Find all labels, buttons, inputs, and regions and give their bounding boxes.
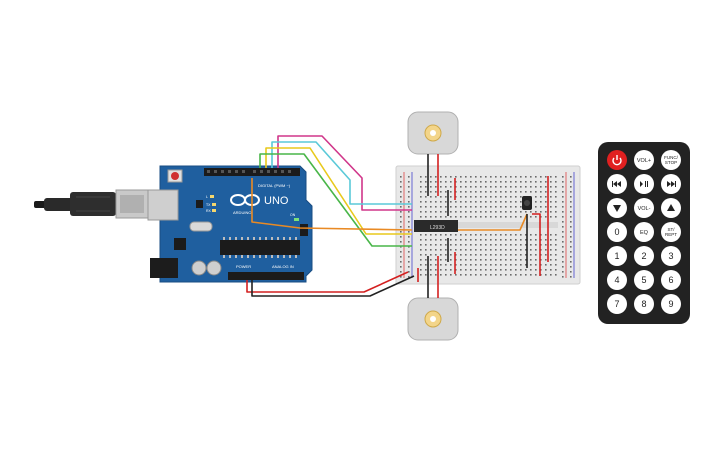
usb-cable[interactable] xyxy=(34,189,149,219)
remote-button-label: 7 xyxy=(614,299,619,309)
led-l xyxy=(210,195,214,198)
wire-black-gnd[interactable] xyxy=(251,275,415,297)
led-tx xyxy=(212,203,216,206)
analog-header-label: ANALOG IN xyxy=(272,264,294,269)
dc-jack xyxy=(150,258,178,278)
led-rx xyxy=(212,209,216,212)
remote-button-7[interactable]: 7 xyxy=(607,294,627,314)
power-analog-header xyxy=(228,272,304,280)
wire-red-power[interactable] xyxy=(246,271,409,293)
dc-motor-top[interactable] xyxy=(407,111,459,155)
remote-button-label: 2 xyxy=(641,251,646,261)
remote-button-label: 8 xyxy=(641,299,646,309)
arduino-uno-board[interactable]: DIGITAL (PWM ~) UNO ARDUINO L TX RX ON xyxy=(147,165,313,283)
remote-button-func-stop[interactable]: FUNC/STOP xyxy=(661,150,681,170)
breadboard[interactable]: L293D xyxy=(395,165,581,285)
center-channel xyxy=(418,222,558,228)
remote-button-label: EQ xyxy=(640,230,649,236)
digital-header-label: DIGITAL (PWM ~) xyxy=(258,183,291,188)
remote-button-label: STOP xyxy=(665,160,677,165)
remote-button-2[interactable]: 2 xyxy=(634,246,654,266)
remote-button-next[interactable] xyxy=(661,174,681,194)
remote-button-play[interactable] xyxy=(634,174,654,194)
remote-button-label: 4 xyxy=(614,275,619,285)
remote-button-vol[interactable]: VOL+ xyxy=(634,150,654,170)
remote-button-6[interactable]: 6 xyxy=(661,270,681,290)
remote-button-5[interactable]: 5 xyxy=(634,270,654,290)
led-l-label: L xyxy=(206,195,208,199)
triangle-up-icon xyxy=(667,204,675,211)
wire-orange[interactable] xyxy=(251,178,528,231)
remote-button-vol[interactable]: VOL- xyxy=(634,198,654,218)
remote-button-0[interactable]: 0 xyxy=(607,222,627,242)
digital-header xyxy=(204,168,300,176)
remote-button-label: 9 xyxy=(668,299,673,309)
board-model: UNO xyxy=(264,195,289,207)
triangle-down-icon xyxy=(613,205,621,212)
tx-label: TX xyxy=(206,203,211,207)
remote-button-grid: VOL+ FUNC/STOP VOL- 0 EQ ST/REPT 1 2 3 4 5 6 7 8 9 xyxy=(607,150,681,314)
atmega-chip xyxy=(220,240,300,255)
on-label: ON xyxy=(290,213,296,217)
l293d-chip[interactable] xyxy=(414,220,458,232)
remote-button-label: 3 xyxy=(668,251,673,261)
remote-button-1[interactable]: 1 xyxy=(607,246,627,266)
power-icon xyxy=(612,155,622,166)
ir-receiver[interactable] xyxy=(522,196,532,210)
play-pause-icon xyxy=(640,181,648,187)
remote-button-up[interactable] xyxy=(661,198,681,218)
remote-button-label: VOL- xyxy=(638,206,651,212)
capacitor-1 xyxy=(191,260,207,276)
dc-motor-bottom[interactable] xyxy=(407,297,459,341)
remote-button-8[interactable]: 8 xyxy=(634,294,654,314)
breadboard-holes xyxy=(400,176,572,278)
remote-button-label: 5 xyxy=(641,275,646,285)
remote-button-label: 1 xyxy=(614,251,619,261)
capacitor-2 xyxy=(206,260,222,276)
chip-label: L293D xyxy=(430,225,445,231)
remote-button-st-rept[interactable]: ST/REPT xyxy=(661,222,681,242)
led-on xyxy=(294,218,299,221)
small-chip xyxy=(196,200,203,208)
remote-button-label: ST/ xyxy=(667,227,675,232)
remote-button-label: FUNC/ xyxy=(664,155,678,160)
wire-cyan[interactable] xyxy=(271,141,412,205)
remote-button-power[interactable] xyxy=(607,150,627,170)
remote-button-label: VOL+ xyxy=(637,158,651,164)
usb-port xyxy=(147,189,179,221)
voltage-regulator xyxy=(174,238,186,250)
remote-button-label: 0 xyxy=(614,227,619,237)
fast-forward-icon xyxy=(667,181,676,187)
wire-green[interactable] xyxy=(259,153,412,247)
remote-button-4[interactable]: 4 xyxy=(607,270,627,290)
remote-button-down[interactable] xyxy=(607,198,627,218)
remote-button-9[interactable]: 9 xyxy=(661,294,681,314)
rx-label: RX xyxy=(206,209,212,213)
power-header-label: POWER xyxy=(236,264,251,269)
remote-button-eq[interactable]: EQ xyxy=(634,222,654,242)
remote-button-label: 6 xyxy=(668,275,673,285)
remote-button-label: REPT xyxy=(665,232,677,237)
ir-remote[interactable]: VOL+ FUNC/STOP VOL- 0 EQ ST/REPT 1 2 3 4 5 6 7 8 9 xyxy=(598,142,690,324)
rewind-icon xyxy=(612,181,621,187)
board-brand: ARDUINO xyxy=(233,210,251,215)
crystal-oscillator xyxy=(189,221,213,232)
icsp-header xyxy=(300,224,308,236)
remote-button-3[interactable]: 3 xyxy=(661,246,681,266)
remote-button-prev[interactable] xyxy=(607,174,627,194)
jumper-red-ir xyxy=(532,213,541,276)
